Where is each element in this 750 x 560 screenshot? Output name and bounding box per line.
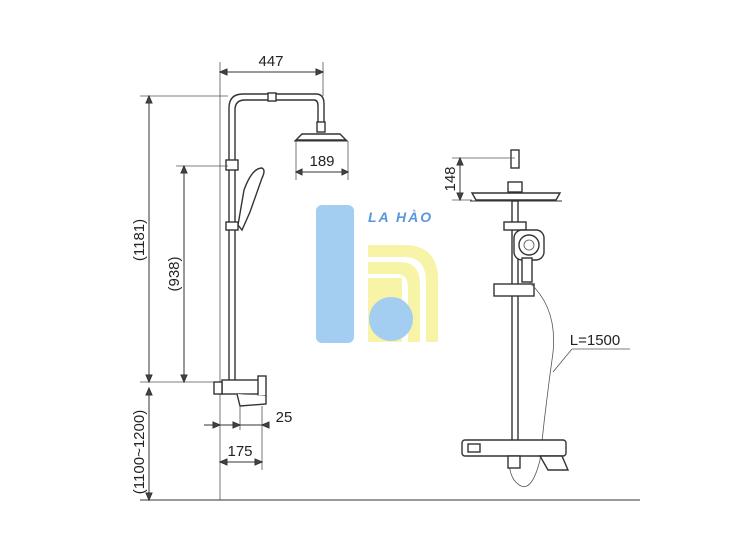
arrowhead	[218, 68, 228, 76]
arrowhead	[212, 421, 222, 429]
hose-leader	[552, 348, 573, 373]
dim-938-label: (938)	[166, 256, 183, 291]
hand-shower-nozzles	[518, 234, 540, 256]
head-arm	[510, 149, 520, 169]
arrowhead	[145, 94, 153, 104]
dim-175-label: 175	[227, 443, 252, 460]
arrowhead	[218, 458, 228, 466]
mixer-handle	[257, 375, 267, 397]
hand-shower-center	[523, 239, 535, 251]
head-connector	[507, 181, 523, 193]
hand-shower-holder	[225, 221, 239, 231]
spout-front	[538, 455, 570, 471]
front-elevation: 447 189 (1181)	[131, 53, 640, 502]
dim-25-label: 25	[276, 409, 293, 426]
wall-mount	[213, 381, 223, 395]
logo-blue-circle	[369, 297, 413, 341]
arrowhead	[145, 374, 153, 384]
arrowhead	[180, 374, 188, 384]
slider-clamp	[225, 159, 239, 171]
arrowhead	[145, 386, 153, 396]
dim-1181-label: (1181)	[131, 219, 148, 261]
logo-blue-bar	[316, 205, 354, 343]
arrowhead	[456, 192, 464, 202]
pipe-joint	[267, 92, 277, 102]
hand-shower	[237, 167, 265, 232]
logo-text: LA HÀO	[368, 209, 433, 225]
head-neck	[316, 121, 326, 133]
arrowhead	[456, 156, 464, 166]
arrowhead	[260, 421, 270, 429]
rain-head-front	[470, 192, 562, 201]
arrowhead	[232, 421, 242, 429]
dim-189-label: 189	[309, 153, 334, 170]
dim-148-label: 148	[442, 166, 459, 191]
arrowhead	[145, 492, 153, 502]
riser-pipe-inner	[234, 99, 319, 380]
arrowhead	[254, 458, 264, 466]
logo-yellow-arc	[368, 262, 420, 342]
slider-bracket	[493, 283, 535, 297]
dim-1100-1200-label: (1100~1200)	[131, 410, 148, 494]
arrowhead	[180, 164, 188, 174]
shower-holder	[503, 221, 527, 231]
hose-length-label: L=1500	[570, 332, 620, 349]
rain-head-side	[294, 133, 348, 141]
side-elevation: 148 L=1500	[442, 149, 630, 487]
mixer-spout	[236, 393, 267, 407]
mixer-body	[221, 379, 261, 395]
dim-447-label: 447	[258, 53, 283, 70]
hand-shower-grip	[521, 257, 533, 283]
watermark-logo: LA HÀO	[316, 205, 438, 343]
logo-yellow-arc	[368, 245, 438, 342]
arrowhead	[294, 168, 303, 176]
bar-outlet	[507, 455, 521, 469]
arrowhead	[315, 68, 325, 76]
arrowhead	[341, 168, 350, 176]
bar-knob	[467, 443, 481, 453]
